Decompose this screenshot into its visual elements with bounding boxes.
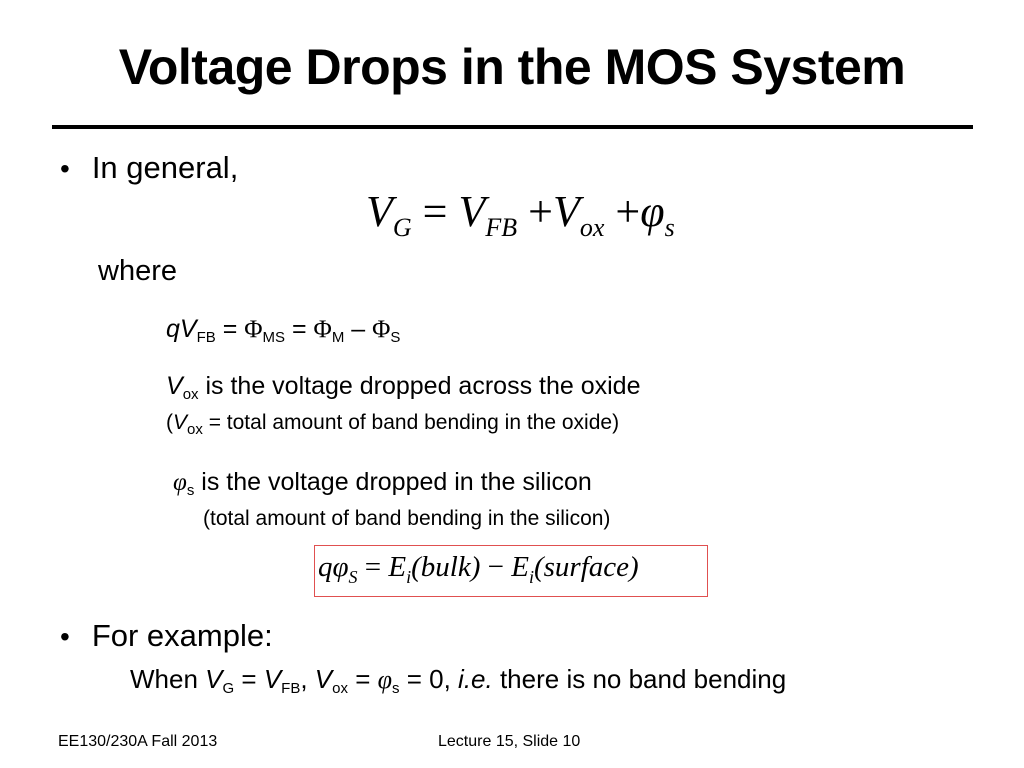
vox-note: (Vox = total amount of band bending in t… <box>166 411 620 438</box>
vox-definition: Vox is the voltage dropped across the ox… <box>166 372 641 403</box>
example-statement: When VG = VFB, Vox = φs = 0, i.e. there … <box>130 664 787 697</box>
footer-course: EE130/230A Fall 2013 <box>58 733 218 750</box>
title-underline <box>52 125 973 129</box>
bullet-text: For example: <box>91 618 273 653</box>
bullet-for-example: • For example: <box>60 618 273 654</box>
bullet-text: In general, <box>91 150 239 185</box>
footer-slide-number: Lecture 15, Slide 10 <box>438 733 581 750</box>
gate-voltage-equation: VG = VFB +Vox +φs <box>366 187 675 242</box>
phis-definition: φs is the voltage dropped in the silicon <box>173 468 592 499</box>
surface-potential-equation-box <box>314 545 708 597</box>
slide-title: Voltage Drops in the MOS System <box>118 39 906 95</box>
surface-potential-equation: qφS = Ei(bulk) − Ei(surface) <box>318 551 639 587</box>
phis-note: (total amount of band bending in the sil… <box>203 507 611 530</box>
where-label: where <box>98 255 177 287</box>
bullet-dot: • <box>60 621 70 652</box>
bullet-dot: • <box>60 153 70 184</box>
flatband-definition: qVFB = ΦMS = ΦM – ΦS <box>166 315 401 346</box>
bullet-in-general: • In general, <box>60 150 238 186</box>
